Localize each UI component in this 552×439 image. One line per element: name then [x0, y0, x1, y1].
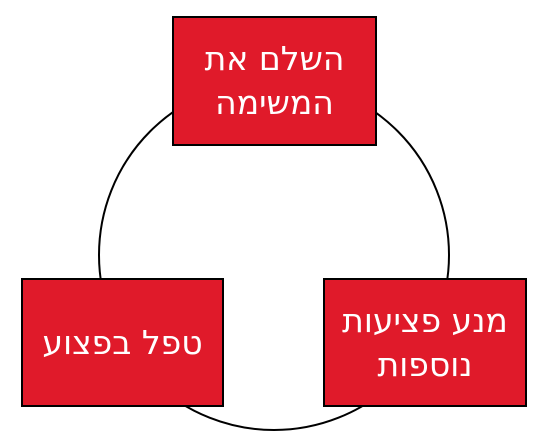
step-complete-mission-line1: השלם את [204, 39, 345, 78]
step-prevent-injuries-text: מנע פציעות נוספות [342, 299, 508, 387]
step-prevent-injuries-box: מנע פציעות נוספות [323, 278, 527, 407]
step-treat-casualty-text: טפל בפצוע [42, 321, 202, 365]
step-prevent-injuries-line1: מנע פציעות [342, 300, 508, 340]
step-complete-mission-box: השלם את המשימה [172, 16, 377, 146]
step-treat-casualty-line1: טפל בפצוע [42, 322, 203, 362]
step-treat-casualty-box: טפל בפצוע [21, 278, 224, 407]
step-prevent-injuries-line2: נוספות [377, 344, 473, 384]
step-complete-mission-text: השלם את המשימה [205, 37, 345, 125]
step-complete-mission-line2: המשימה [215, 83, 334, 122]
